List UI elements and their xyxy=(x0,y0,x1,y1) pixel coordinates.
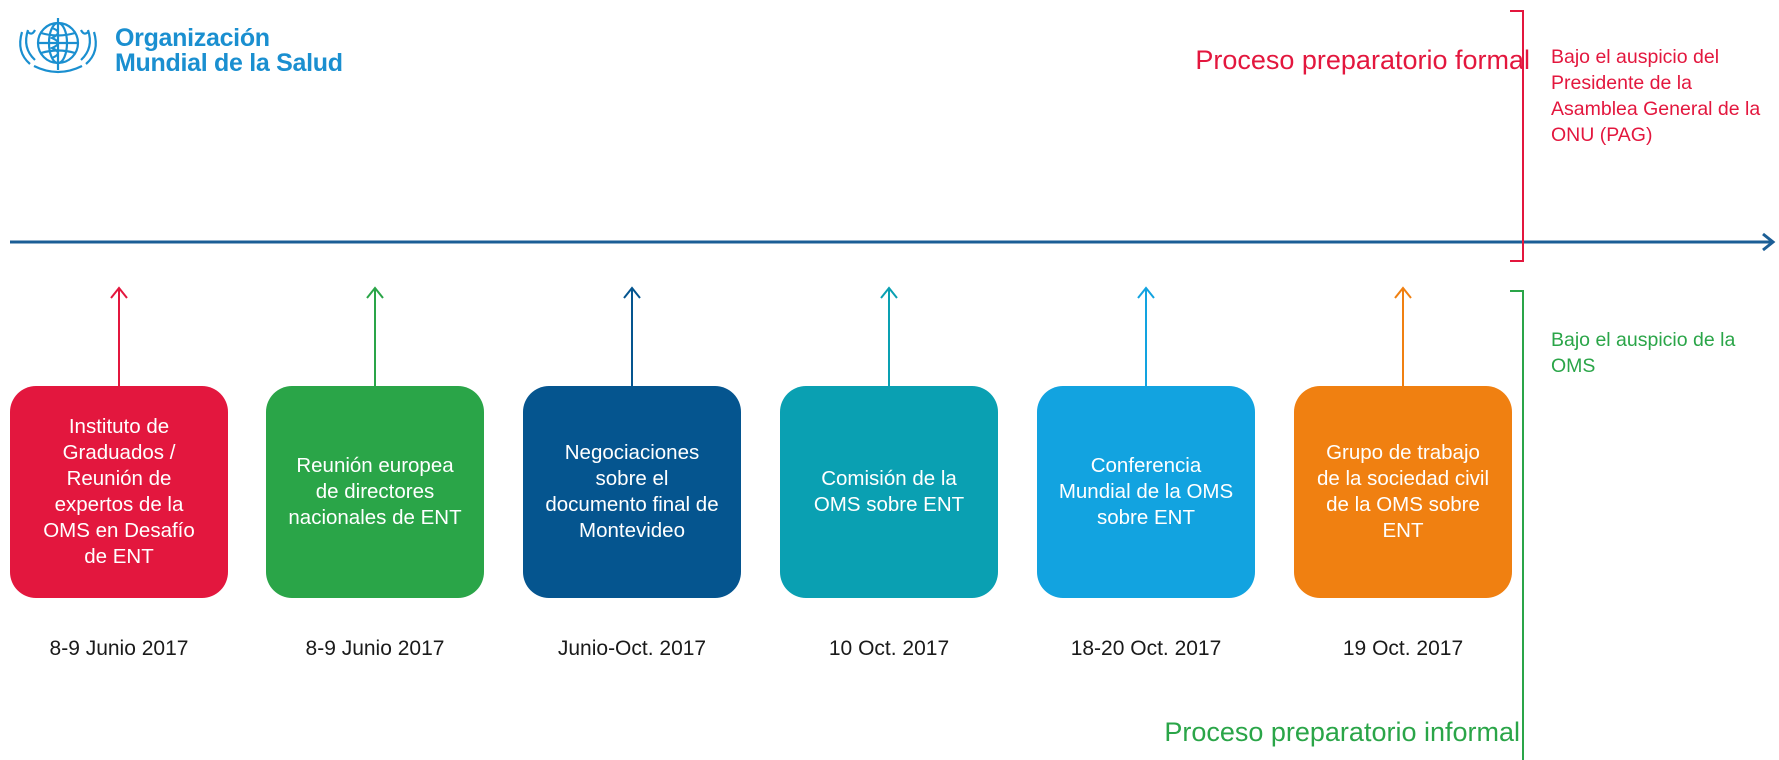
event-box-montevideo-negotiations: Negociaciones sobre el documento final d… xyxy=(523,386,741,598)
event-arrow-icon xyxy=(110,286,128,386)
event-box-graduate-institute: Instituto de Graduados / Reunión de expe… xyxy=(10,386,228,598)
event-date: 19 Oct. 2017 xyxy=(1342,637,1464,660)
event-label: Reunión europea de directores nacionales… xyxy=(288,454,462,529)
event-label: Grupo de trabajo de la sociedad civil de… xyxy=(1316,441,1490,542)
informal-process-bracket xyxy=(1510,290,1524,760)
formal-process-bracket xyxy=(1510,10,1524,262)
who-logo: Organización Mundial de la Salud xyxy=(8,8,368,78)
timeline-arrowhead-icon xyxy=(1762,232,1776,252)
event-date: 10 Oct. 2017 xyxy=(828,637,950,660)
logo-name-line2: Mundial de la Salud xyxy=(115,49,343,77)
event-date: 8-9 Junio 2017 xyxy=(49,637,189,660)
event-arrow-icon xyxy=(880,286,898,386)
event-date: 8-9 Junio 2017 xyxy=(305,637,445,660)
event-label: Negociaciones sobre el documento final d… xyxy=(545,441,719,542)
event-label: Instituto de Graduados / Reunión de expe… xyxy=(43,415,195,568)
event-arrow-icon xyxy=(1394,286,1412,386)
event-arrow-icon xyxy=(623,286,641,386)
event-box-civil-society-group: Grupo de trabajo de la sociedad civil de… xyxy=(1294,386,1512,598)
timeline-axis xyxy=(10,232,1776,252)
event-box-european-meeting: Reunión europea de directores nacionales… xyxy=(266,386,484,598)
event-box-who-commission: Comisión de la OMS sobre ENT xyxy=(780,386,998,598)
formal-process-title: Proceso preparatorio formal xyxy=(1195,45,1530,75)
event-label: Comisión de la OMS sobre ENT xyxy=(813,467,965,516)
informal-process-title: Proceso preparatorio informal xyxy=(1164,717,1520,747)
logo-name-line1: Organización xyxy=(115,24,270,52)
informal-process-note: Bajo el auspicio de la OMS xyxy=(1551,329,1736,377)
event-arrow-icon xyxy=(1137,286,1155,386)
event-label: Conferencia Mundial de la OMS sobre ENT xyxy=(1058,454,1234,529)
event-date: 18-20 Oct. 2017 xyxy=(1070,637,1222,660)
who-emblem-icon xyxy=(19,18,97,74)
formal-process-note: Bajo el auspicio del Presidente de la As… xyxy=(1551,46,1761,146)
event-arrow-icon xyxy=(366,286,384,386)
event-date: Junio-Oct. 2017 xyxy=(557,637,707,660)
event-box-global-conference: Conferencia Mundial de la OMS sobre ENT xyxy=(1037,386,1255,598)
